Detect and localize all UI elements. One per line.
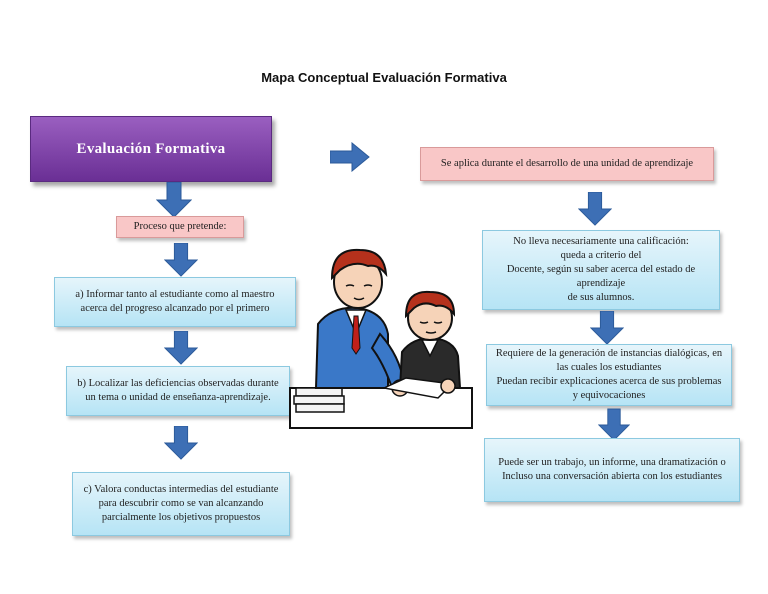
main-concept-box: Evaluación Formativa	[30, 116, 272, 182]
aplica-text: Se aplica durante el desarrollo de una u…	[440, 157, 694, 169]
calificacion-text: No lleva necesariamente una calificación…	[506, 235, 696, 304]
arrow-down-icon	[598, 408, 630, 441]
arrow-down-icon	[164, 243, 198, 277]
teacher-student-illustration	[289, 248, 473, 429]
item-a-text: a) Informar tanto al estudiante como al …	[75, 288, 275, 314]
aplica-box: Se aplica durante el desarrollo de una u…	[420, 147, 714, 181]
proceso-box: Proceso que pretende:	[116, 216, 244, 238]
item-b-text: b) Localizar las deficiencias observadas…	[77, 377, 279, 403]
item-b-box: b) Localizar las deficiencias observadas…	[66, 366, 290, 416]
arrow-right-icon	[330, 142, 370, 172]
arrow-down-icon	[164, 426, 198, 460]
item-a-box: a) Informar tanto al estudiante como al …	[54, 277, 296, 327]
calificacion-box: No lleva necesariamente una calificación…	[482, 230, 720, 310]
arrow-down-icon	[156, 182, 192, 218]
requiere-text: Requiere de la generación de instancias …	[495, 347, 723, 402]
arrow-down-icon	[590, 311, 624, 345]
item-c-box: c) Valora conductas intermedias del estu…	[72, 472, 290, 536]
requiere-box: Requiere de la generación de instancias …	[486, 344, 732, 406]
main-concept-label: Evaluación Formativa	[76, 140, 226, 157]
arrow-down-icon	[578, 192, 612, 226]
arrow-down-icon	[164, 331, 198, 365]
page-title: Mapa Conceptual Evaluación Formativa	[261, 70, 507, 85]
item-c-text: c) Valora conductas intermedias del estu…	[83, 483, 279, 524]
proceso-label: Proceso que pretende:	[133, 220, 227, 232]
puede-text: Puede ser un trabajo, un informe, una dr…	[498, 456, 726, 482]
puede-box: Puede ser un trabajo, un informe, una dr…	[484, 438, 740, 502]
